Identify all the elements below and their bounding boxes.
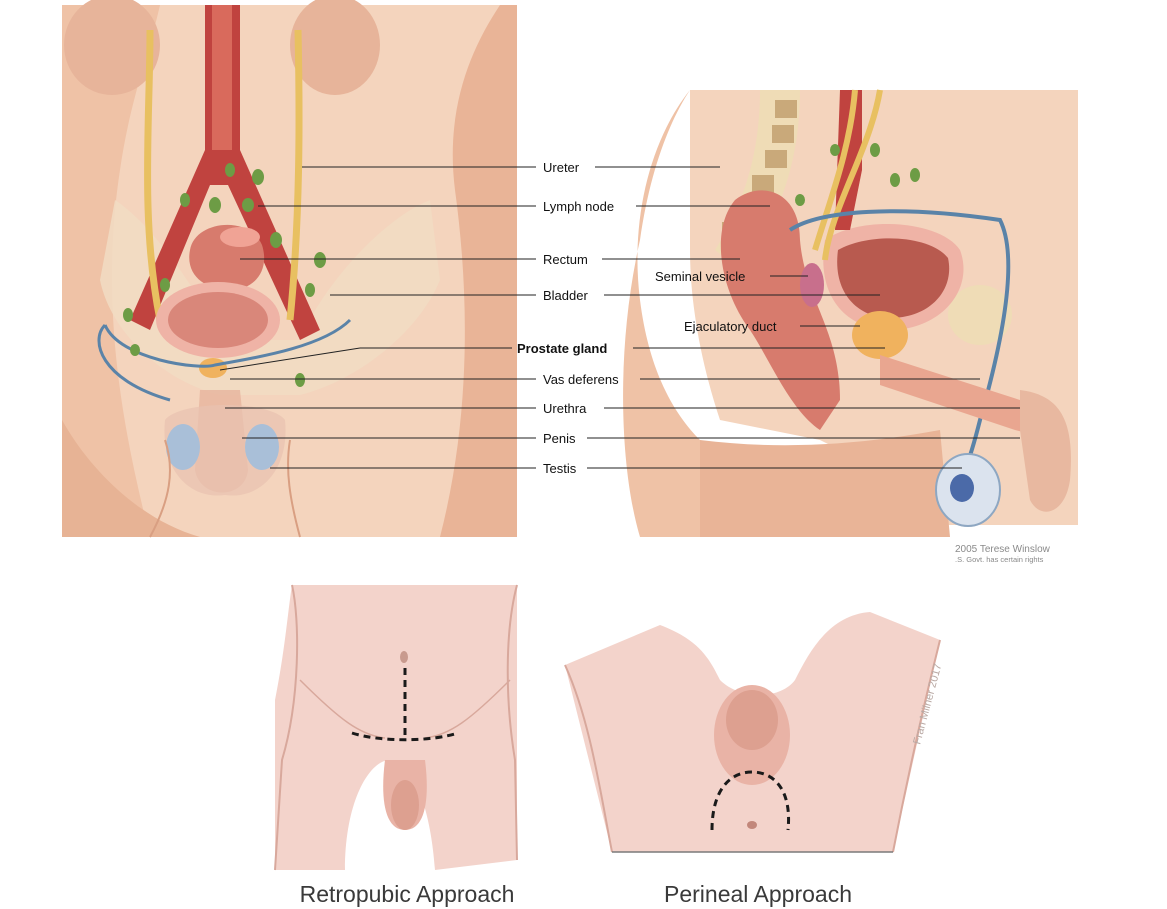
label-prostate-gland: Prostate gland — [517, 341, 607, 356]
label-testis: Testis — [543, 461, 577, 476]
side-view-illustration — [623, 89, 1078, 537]
perineal-illustration: Fran Milner 2017 — [564, 612, 944, 853]
label-ejaculatory-duct: Ejaculatory duct — [684, 319, 777, 334]
caption-retropubic-approach: Retropubic Approach — [300, 881, 515, 907]
front-view-illustration — [62, 0, 517, 538]
label-penis: Penis — [543, 431, 576, 446]
label-ureter: Ureter — [543, 160, 580, 175]
label-urethra: Urethra — [543, 401, 587, 416]
illustration-credit-rights: .S. Govt. has certain rights — [955, 555, 1044, 564]
transverse-incision-line — [351, 731, 459, 742]
label-vas-deferens: Vas deferens — [543, 372, 619, 387]
retropubic-illustration — [274, 584, 518, 871]
leader-lines — [219, 166, 1020, 469]
label-seminal-vesicle: Seminal vesicle — [655, 269, 745, 284]
label-lymph-node: Lymph node — [543, 199, 614, 214]
label-bladder: Bladder — [543, 288, 588, 303]
illustration-credit: 2005 Terese Winslow — [955, 544, 1051, 555]
label-rectum: Rectum — [543, 252, 588, 267]
caption-perineal-approach: Perineal Approach — [664, 881, 852, 907]
perineal-incision-line — [710, 770, 791, 831]
